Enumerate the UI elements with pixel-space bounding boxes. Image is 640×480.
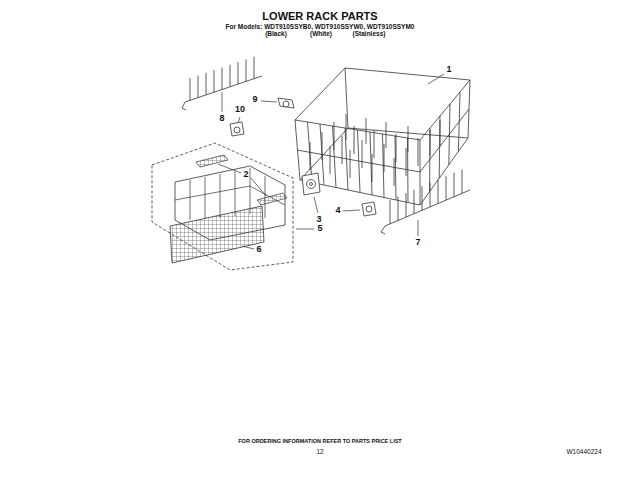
callout-number: 5: [317, 224, 322, 234]
silverware-basket: [152, 143, 293, 270]
model-color: (Stainless): [353, 30, 386, 37]
footer-note: FOR ORDERING INFORMATION REFER TO PARTS …: [238, 438, 401, 444]
page-title: LOWER RACK PARTS: [262, 10, 377, 22]
document-number: W10440224: [566, 448, 601, 455]
lower-rack: [295, 68, 470, 205]
callout-number: 9: [252, 95, 257, 105]
leader-lines: [218, 74, 444, 249]
callout-number: 2: [243, 170, 248, 180]
callout-number: 6: [256, 245, 261, 255]
model-color: (Black): [265, 30, 287, 37]
callout-number: 10: [235, 105, 245, 115]
callout-number: 7: [415, 238, 420, 248]
model-list: For Models: WDT910SSYB0, WDT910SSYW0, WD…: [226, 23, 415, 30]
callout-number: 4: [335, 206, 340, 216]
callout-number: 1: [446, 65, 451, 75]
model-color: (White): [310, 30, 332, 37]
callout-number: 8: [219, 114, 224, 124]
page-number: 12: [316, 448, 323, 455]
